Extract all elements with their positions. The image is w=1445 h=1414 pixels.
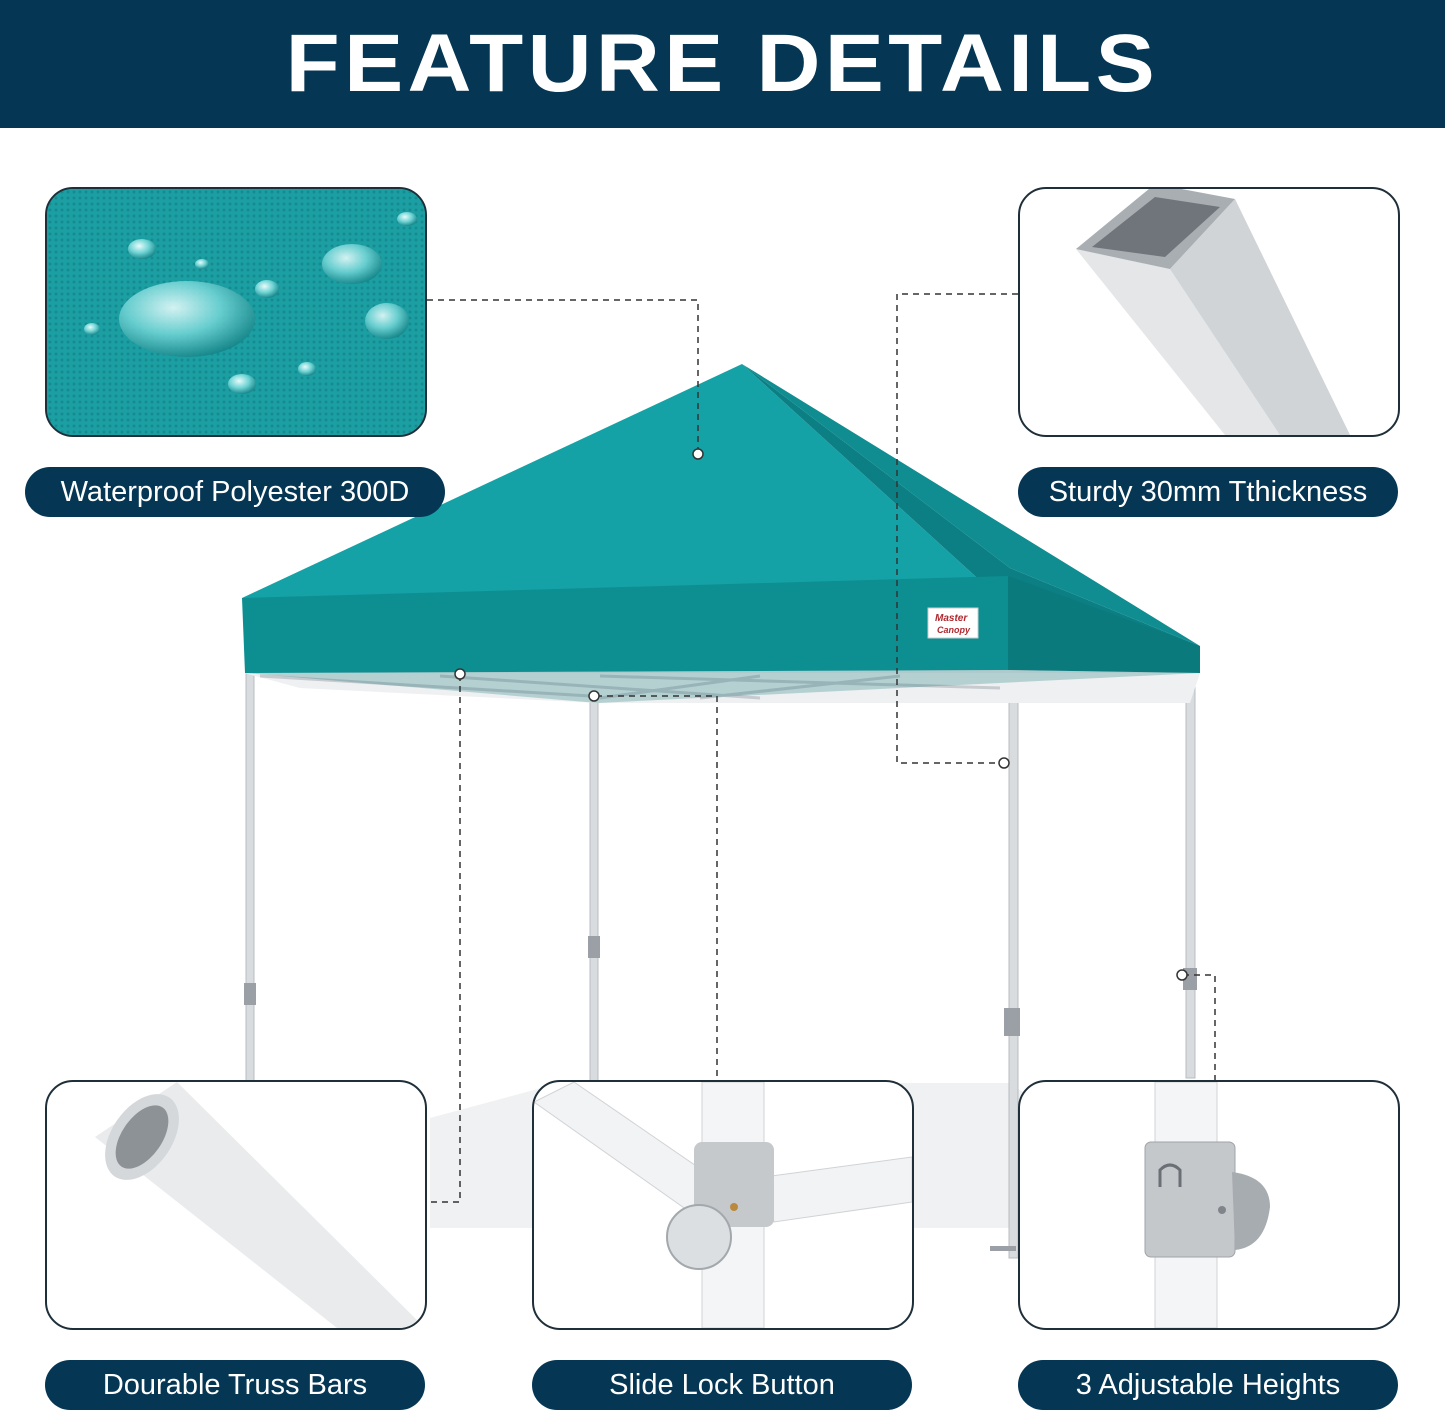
feature-label-fabric: Waterproof Polyester 300D: [25, 467, 445, 517]
water-droplets-icon: [47, 189, 425, 435]
page-title: FEATURE DETAILS: [285, 18, 1160, 109]
brand-tag: Master Canopy: [927, 607, 979, 639]
height-adjuster-icon: [1144, 1082, 1270, 1328]
slide-lock-joint-icon: [534, 1082, 912, 1328]
feature-image-lock: [532, 1080, 914, 1330]
feature-label-truss: Dourable Truss Bars: [45, 1360, 425, 1410]
feature-label-heights: 3 Adjustable Heights: [1018, 1360, 1398, 1410]
header-banner: FEATURE DETAILS: [0, 0, 1445, 128]
feature-label-frame: Sturdy 30mm Tthickness: [1018, 467, 1398, 517]
feature-image-fabric: [45, 187, 427, 437]
svg-text:Canopy: Canopy: [937, 625, 971, 635]
feature-image-frame: [1018, 187, 1400, 437]
feature-image-heights: [1018, 1080, 1400, 1330]
feature-image-truss: [45, 1080, 427, 1330]
oval-truss-bar-icon: [95, 1082, 425, 1328]
feature-label-lock: Slide Lock Button: [532, 1360, 912, 1410]
square-tube-icon: [1076, 189, 1350, 435]
svg-text:Master: Master: [935, 613, 968, 624]
